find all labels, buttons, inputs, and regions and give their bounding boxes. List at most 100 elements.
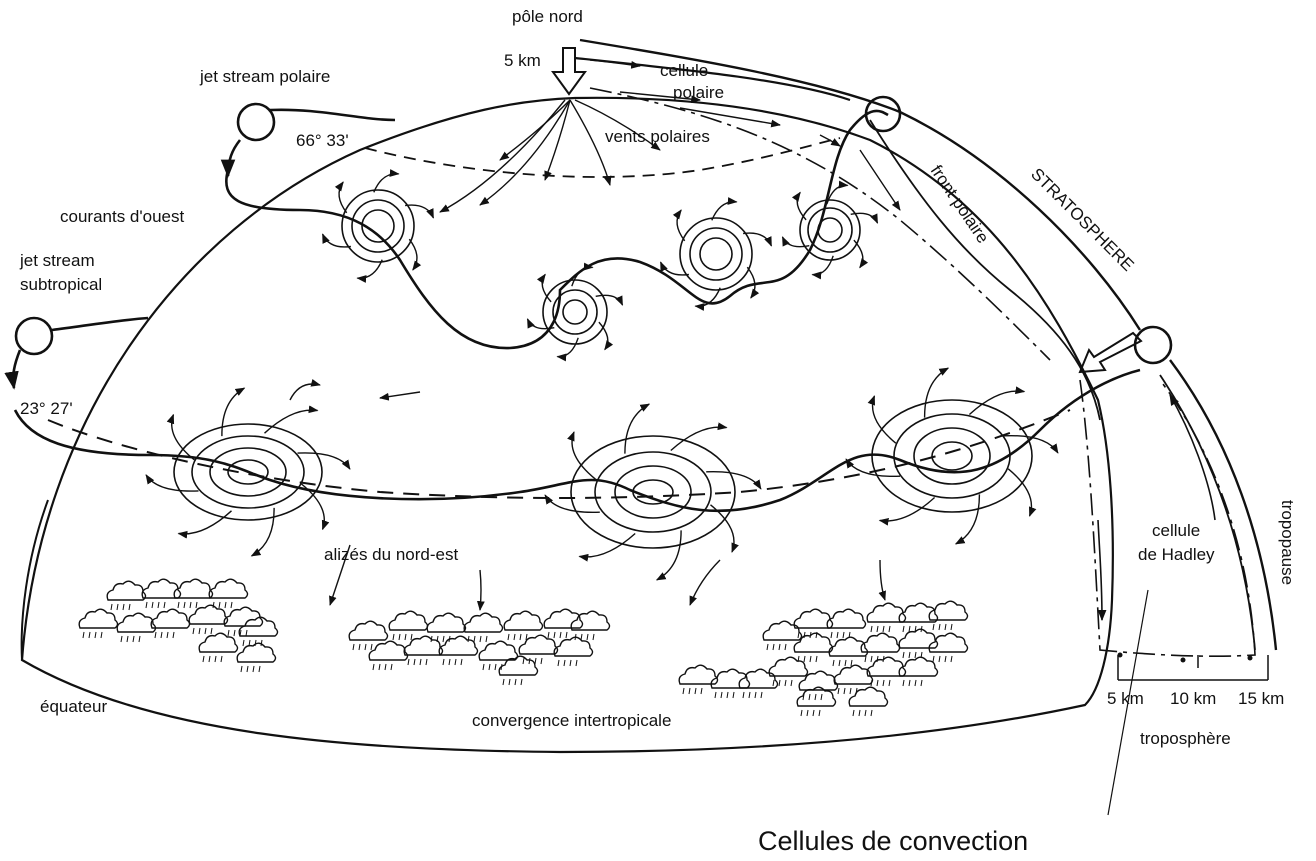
cloud-icon xyxy=(479,641,517,670)
label-cellule-hadley-2: de Hadley xyxy=(1138,545,1215,564)
label-courants-ouest: courants d'ouest xyxy=(60,207,184,226)
wind-arrow xyxy=(925,368,949,418)
jet-stream-polaire-arrow xyxy=(228,140,240,176)
wind-arrow xyxy=(265,410,318,433)
vortex-ring xyxy=(700,238,732,270)
jet-stream-sub-arrow xyxy=(13,350,20,388)
wind-arrow xyxy=(851,213,878,223)
vortex-ring xyxy=(352,200,404,252)
label-km5: 5 km xyxy=(1107,689,1144,708)
label-alizes: alizés du nord-est xyxy=(324,545,458,564)
vortex-ring xyxy=(615,466,691,518)
cloud-icon xyxy=(224,607,262,636)
cloud-icon xyxy=(519,635,557,664)
cloud-icon xyxy=(369,641,407,670)
jet-right-circle xyxy=(1135,327,1171,363)
wind-arrow xyxy=(290,384,320,400)
cloud-icon xyxy=(834,665,872,694)
cloud-icon xyxy=(389,611,427,640)
wind-arrow xyxy=(820,135,840,146)
wind-arrow xyxy=(860,150,900,210)
jet-sub-circle xyxy=(16,318,52,354)
wind-arrow xyxy=(146,475,198,491)
cloud-icon xyxy=(679,665,717,694)
convection-clouds xyxy=(79,579,967,716)
pole-sinking-arrow xyxy=(553,48,585,94)
wind-arrow xyxy=(409,239,417,270)
wind-arrow xyxy=(252,508,275,556)
wind-arrow xyxy=(298,453,350,469)
latitude-66-line xyxy=(365,138,840,177)
wind-arrows xyxy=(146,60,1058,610)
pressure-vortices xyxy=(174,190,1032,548)
vortex-ring xyxy=(800,200,860,260)
cloud-icon xyxy=(79,609,117,638)
jet-stream-sub-path xyxy=(15,370,1140,511)
vortex-ring xyxy=(818,218,842,242)
wind-arrow xyxy=(339,182,347,213)
cloud-icon xyxy=(107,581,145,610)
cloud-icon xyxy=(189,605,227,634)
cloud-icon xyxy=(571,611,609,640)
wind-arrow xyxy=(747,267,755,298)
cloud-icon xyxy=(117,613,155,642)
vortex-ring xyxy=(808,208,852,252)
wind-arrow xyxy=(222,388,245,436)
cloud-icon xyxy=(404,636,442,665)
wind-arrow xyxy=(570,100,610,185)
wind-arrow xyxy=(172,415,195,460)
tropopause-band xyxy=(1170,360,1276,650)
vortex-ring xyxy=(633,480,673,504)
label-jet-stream-polaire: jet stream polaire xyxy=(199,67,330,86)
wind-arrow xyxy=(797,192,806,220)
label-lat-66: 66° 33' xyxy=(296,131,349,150)
label-vents-polaires: vents polaires xyxy=(605,127,710,146)
cloud-icon xyxy=(861,633,899,662)
cloud-icon xyxy=(239,617,277,646)
cloud-icon xyxy=(151,609,189,638)
cloud-icon xyxy=(427,613,465,642)
wind-arrow xyxy=(596,295,623,305)
jet-stream-polaire-tail xyxy=(270,110,395,120)
jet-polaire-circle xyxy=(238,104,274,140)
cloud-icon xyxy=(209,579,247,608)
label-tropopause: tropopause xyxy=(1278,500,1297,585)
label-convergence: convergence intertropicale xyxy=(472,711,671,730)
label-km15: 15 km xyxy=(1238,689,1284,708)
label-equateur: équateur xyxy=(40,697,107,716)
vortex-ring xyxy=(563,300,587,324)
wind-arrow xyxy=(956,494,980,544)
wind-arrow xyxy=(783,237,810,247)
wind-arrow xyxy=(480,570,481,610)
vortex-ring xyxy=(690,228,742,280)
wind-arrow xyxy=(380,392,420,398)
label-front-polaire: front polaire xyxy=(927,162,993,247)
vortex-ring xyxy=(914,428,990,484)
vortex-ring xyxy=(894,414,1010,498)
jet-stream-sub-tail xyxy=(52,318,148,330)
vortex-ring xyxy=(553,290,597,334)
cloud-icon xyxy=(554,637,592,666)
cloud-icon xyxy=(763,621,801,650)
cloud-icon xyxy=(199,633,237,662)
cloud-icon xyxy=(504,611,542,640)
label-cellule-hadley-1: cellule xyxy=(1152,521,1200,540)
label-pole-nord: pôle nord xyxy=(512,7,583,26)
label-jet-stream-sub-1: jet stream xyxy=(19,251,95,270)
wind-arrow xyxy=(500,100,570,160)
hadley-down-arrow xyxy=(1098,520,1102,620)
label-cellule-polaire-2: polaire xyxy=(673,83,724,102)
wind-arrow xyxy=(880,560,885,600)
wind-arrow xyxy=(854,240,863,268)
hadley-entry-arrow xyxy=(1080,333,1141,372)
cloud-icon xyxy=(794,633,832,662)
hadley-up-arrow xyxy=(1170,395,1215,520)
wind-arrow xyxy=(179,511,232,534)
vortex-ring xyxy=(932,442,972,470)
cloud-icon xyxy=(797,687,835,716)
label-km10: 10 km xyxy=(1170,689,1216,708)
vortex-ring xyxy=(595,452,711,532)
label-5km-top: 5 km xyxy=(504,51,541,70)
label-stratosphere: STRATOSPHERE xyxy=(1027,164,1138,275)
